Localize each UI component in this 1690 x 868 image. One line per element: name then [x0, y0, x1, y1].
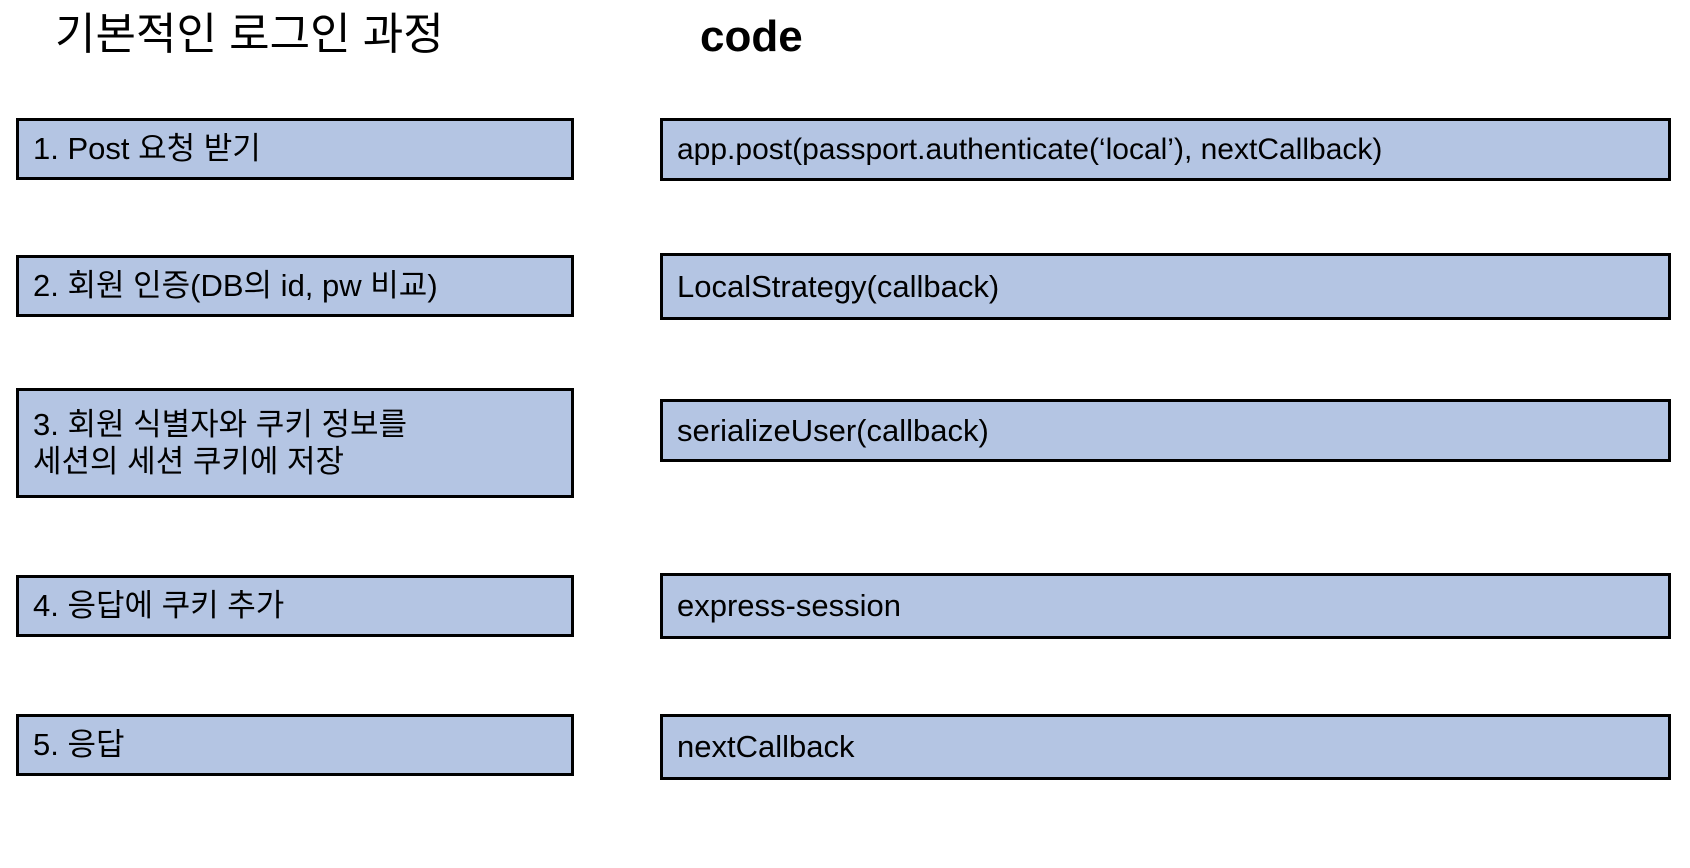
code-column-heading: code [700, 12, 803, 61]
code-box-2: LocalStrategy(callback) [660, 253, 1671, 320]
step-box-2: 2. 회원 인증(DB의 id, pw 비교) [16, 255, 574, 317]
code-box-1: app.post(passport.authenticate(‘local’),… [660, 118, 1671, 181]
flow-column-heading: 기본적인 로그인 과정 [55, 10, 444, 59]
step-box-5: 5. 응답 [16, 714, 574, 776]
code-box-3-label: serializeUser(callback) [677, 412, 989, 448]
step-box-4: 4. 응답에 쿠키 추가 [16, 575, 574, 637]
code-box-4-label: express-session [677, 588, 901, 624]
step-box-5-label: 5. 응답 [33, 727, 125, 763]
step-box-4-label: 4. 응답에 쿠키 추가 [33, 588, 285, 624]
step-box-3-label: 3. 회원 식별자와 쿠키 정보를 세션의 세션 쿠키에 저장 [33, 406, 408, 479]
code-box-1-label: app.post(passport.authenticate(‘local’),… [677, 132, 1383, 166]
step-box-2-label: 2. 회원 인증(DB의 id, pw 비교) [33, 268, 438, 304]
code-box-5: nextCallback [660, 714, 1671, 780]
step-box-1-label: 1. Post 요청 받기 [33, 131, 261, 167]
code-box-3: serializeUser(callback) [660, 399, 1671, 462]
code-box-4: express-session [660, 573, 1671, 639]
code-box-2-label: LocalStrategy(callback) [677, 268, 1000, 304]
step-box-3: 3. 회원 식별자와 쿠키 정보를 세션의 세션 쿠키에 저장 [16, 388, 574, 498]
code-box-5-label: nextCallback [677, 729, 855, 765]
step-box-1: 1. Post 요청 받기 [16, 118, 574, 180]
